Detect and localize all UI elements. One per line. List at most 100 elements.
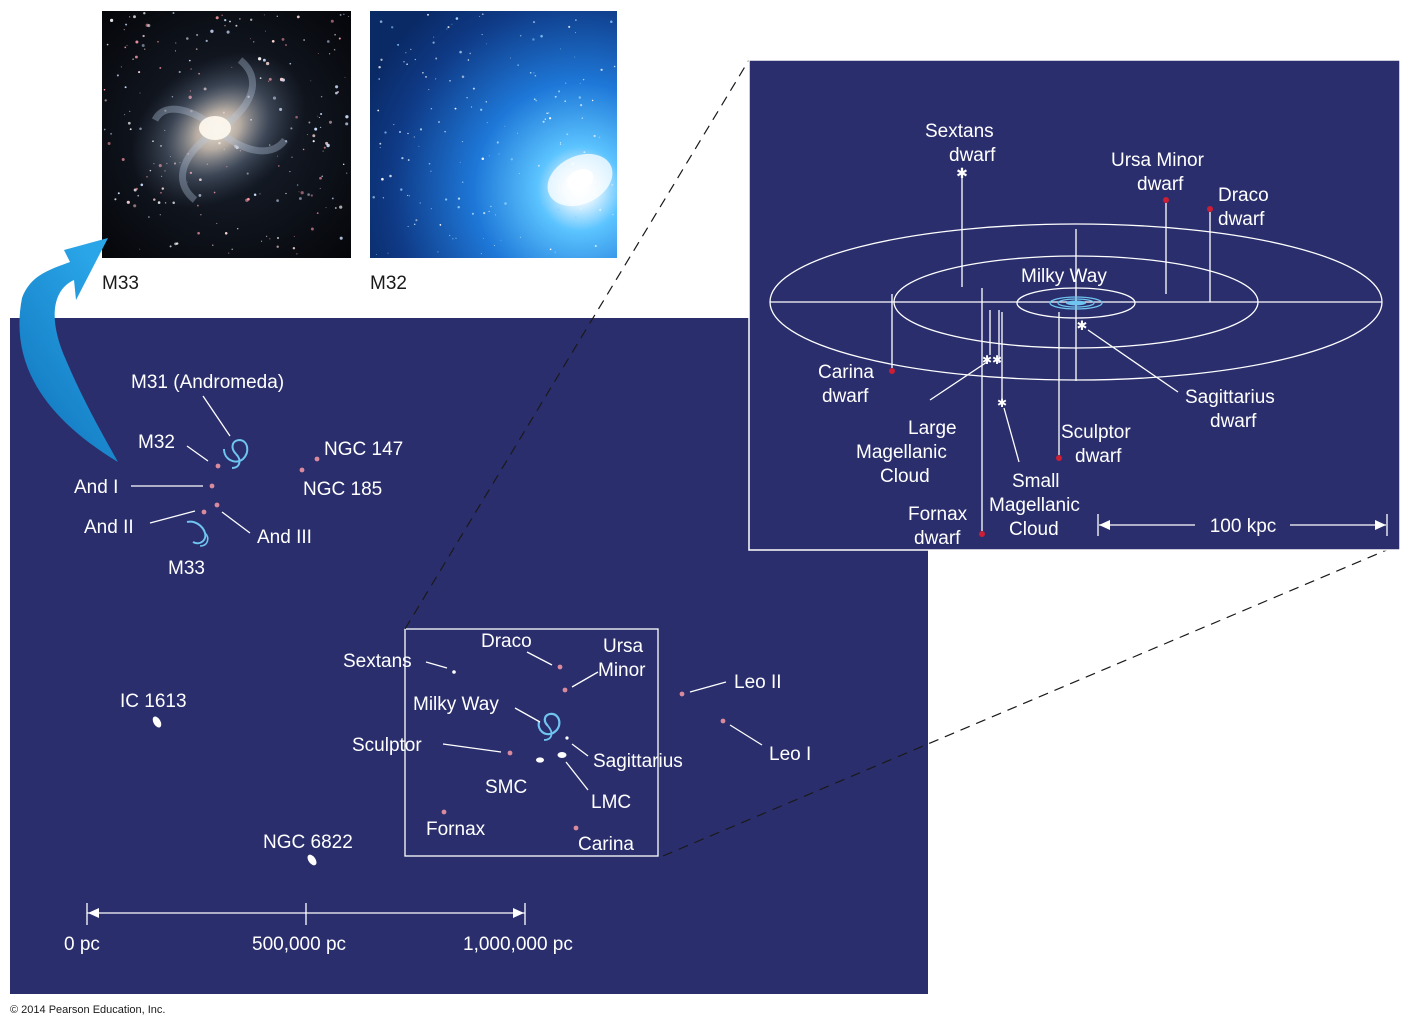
photo-star [141,44,145,47]
photo-star [174,50,177,52]
zoom-arrow [19,238,118,462]
photo-star [144,48,146,50]
inset-label-draco-2: dwarf [1218,209,1265,230]
sextans-star-icon: ✱ [956,165,968,181]
photo-star [107,142,111,145]
photo-star [331,197,334,200]
photo-star [226,30,230,34]
photo-star [479,15,480,17]
photo-star [481,157,485,160]
label-leo2: Leo II [734,672,782,693]
photo-star [563,143,565,145]
photo-star [247,197,250,201]
photo-star [566,133,569,136]
photo-star [159,66,162,69]
photo-star [455,17,459,20]
label-ic1613: IC 1613 [120,691,187,712]
photo-star [103,128,106,131]
photo-star [137,194,140,197]
photo-star [454,107,457,110]
dot-carina-dwarf [889,368,895,374]
photo-star [319,187,321,189]
photo-star [129,110,131,113]
label-sagittarius: Sagittarius [593,751,683,772]
photo-star [328,120,333,124]
photo-star [291,156,293,158]
photo-star [302,148,305,151]
photo-star [517,132,518,134]
photo-star [451,23,453,25]
photo-star [419,128,423,131]
photo-star [482,237,484,239]
photo-star [293,235,295,237]
label-sextans: Sextans [343,651,412,672]
photo-star [461,181,464,183]
photo-star [612,213,614,216]
photo-star [610,193,614,196]
photo-star [330,19,334,23]
photo-star [264,30,266,32]
photo-star [542,120,545,123]
photo-star [583,151,586,154]
label-ngc185: NGC 185 [303,479,382,500]
photo-star [461,140,464,143]
photo-star [239,18,241,20]
photo-star [285,192,287,195]
photo-star [159,214,161,216]
photo-star [393,124,395,126]
label-leo1: Leo I [769,744,811,765]
photo-star [127,121,131,125]
m33-spiral-icon [186,520,209,547]
inset-label-sagittarius-1: Sagittarius [1185,387,1275,408]
photo-star [582,78,585,81]
photo-star [335,85,339,89]
photo-star [377,109,380,112]
photo-star [188,59,191,62]
kpc-scale-bar [1097,514,1388,536]
scale-tick-1m: 1,000,000 pc [463,934,573,955]
photo-star [292,247,296,250]
photo-star [175,42,177,44]
m33-photo [102,11,351,258]
photo-star [345,122,349,126]
photo-star [276,236,280,240]
photo-star [496,141,499,144]
photo-star [580,208,582,210]
photo-star [307,193,310,196]
photo-star [266,235,268,237]
photo-star [321,175,324,178]
photo-star [224,232,228,235]
dot-ursa-minor-dwarf [1163,197,1169,203]
photo-star [139,92,141,94]
photo-star [533,98,536,101]
photo-star [430,208,432,210]
photo-star [466,97,468,99]
photo-star [447,26,450,29]
photo-star [391,26,394,29]
photo-star [312,140,315,143]
photo-star [228,252,230,254]
photo-star [338,37,341,40]
photo-star [348,15,350,17]
photo-star [405,52,407,54]
photo-star [471,212,474,215]
photo-star [419,202,421,204]
label-carina: Carina [578,834,634,855]
photo-star [124,86,127,89]
photo-star [196,33,199,37]
label-draco: Draco [481,631,532,652]
photo-star [325,207,327,209]
zoom-line-bottom [662,548,1390,857]
photo-star [446,28,448,30]
photo-star [216,222,218,224]
photo-star [326,40,330,43]
photo-star [413,136,415,138]
photo-star [139,248,141,250]
photo-star [200,214,202,216]
photo-star [121,158,125,161]
photo-star [593,134,596,138]
photo-star [517,64,519,66]
photo-star [229,20,231,23]
photo-star [488,210,490,212]
photo-star [559,143,562,145]
